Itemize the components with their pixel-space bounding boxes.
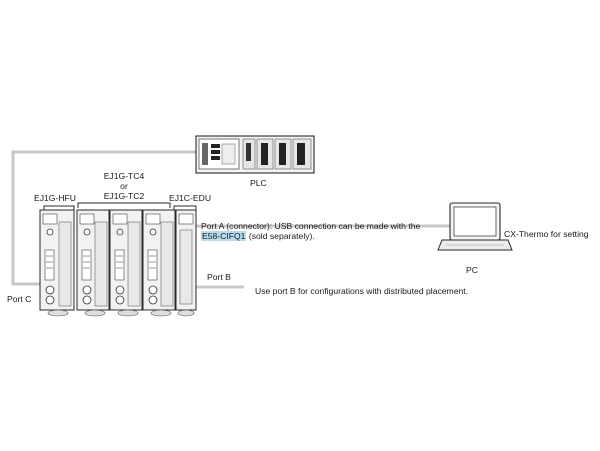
tc-model-label: EJ1G-TC4 or EJ1G-TC2 xyxy=(96,171,152,201)
ej1c-edu-label: EJ1C-EDU xyxy=(169,193,212,203)
or-label: or xyxy=(120,181,128,191)
cx-thermo-label: CX-Thermo for setting xyxy=(504,229,589,239)
port-c-label: Port C xyxy=(7,294,32,304)
controller-group xyxy=(43,202,197,210)
plc-label: PLC xyxy=(250,178,267,188)
pc-label: PC xyxy=(466,265,478,275)
ej1g-tc4-label: EJ1G-TC4 xyxy=(103,171,145,181)
tc-bracket xyxy=(77,202,171,208)
hfu-bracket xyxy=(43,205,75,210)
ej1g-tc-unit-2 xyxy=(109,209,143,317)
port-b-label: Port B xyxy=(207,272,231,282)
e58-cifq1-link[interactable]: E58-CIFQ1 xyxy=(201,231,247,241)
ej1c-edu-unit xyxy=(175,209,197,317)
laptop-pc xyxy=(437,202,513,251)
port-b-note: Use port B for configurations with distr… xyxy=(255,286,469,296)
port-c-cable xyxy=(11,150,196,286)
port-a-line1: Port A (connector): USB connection can b… xyxy=(201,221,421,231)
ej1g-hfu-label: EJ1G-HFU xyxy=(34,193,77,203)
port-a-line2: E58-CIFQ1 (sold separately). xyxy=(201,231,420,241)
ej1g-hfu-unit xyxy=(39,209,75,317)
port-a-description: Port A (connector): USB connection can b… xyxy=(201,221,420,241)
ej1g-tc2-label: EJ1G-TC2 xyxy=(103,191,145,201)
ej1g-tc-unit-3 xyxy=(142,209,176,317)
ej1g-tc-unit-1 xyxy=(76,209,110,317)
port-a-suffix: (sold separately). xyxy=(248,231,315,241)
edu-bracket xyxy=(173,205,197,210)
plc-device xyxy=(195,135,315,174)
